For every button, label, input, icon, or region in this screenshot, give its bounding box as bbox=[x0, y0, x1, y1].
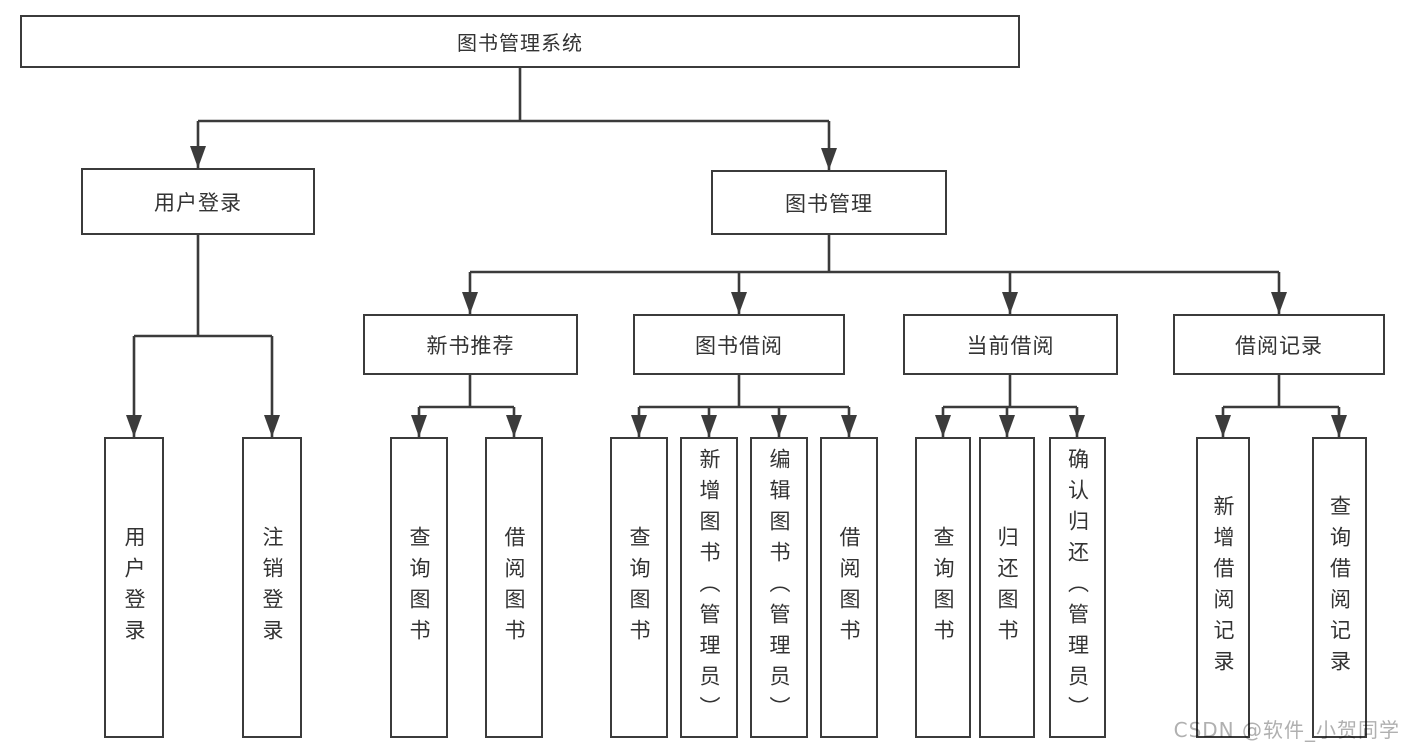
node-user-login-label: 用户登录 bbox=[154, 190, 242, 215]
leaf-rec-query-books-label: 查询图书 bbox=[407, 525, 432, 650]
leaf-borrow-edit-books-admin: 编辑图书（管理员） bbox=[750, 437, 808, 738]
leaf-records-add-record: 新增借阅记录 bbox=[1196, 437, 1250, 738]
arrow-down-icon bbox=[731, 292, 747, 314]
arrow-down-icon bbox=[935, 415, 951, 437]
leaf-current-confirm-return-admin-label: 确认归还（管理员） bbox=[1065, 448, 1090, 727]
arrow-down-icon bbox=[264, 415, 280, 437]
arrow-down-icon bbox=[1271, 292, 1287, 314]
leaf-records-query-record-label: 查询借阅记录 bbox=[1327, 494, 1352, 681]
arrow-down-icon bbox=[1215, 415, 1231, 437]
leaf-records-query-record: 查询借阅记录 bbox=[1312, 437, 1367, 738]
leaf-current-return-books-label: 归还图书 bbox=[995, 525, 1020, 650]
node-book-borrowing: 图书借阅 bbox=[633, 314, 845, 375]
node-borrowing-records-label: 借阅记录 bbox=[1235, 333, 1323, 358]
leaf-current-query-books: 查询图书 bbox=[915, 437, 971, 738]
arrow-down-icon bbox=[190, 146, 206, 168]
leaf-current-confirm-return-admin: 确认归还（管理员） bbox=[1049, 437, 1106, 738]
leaf-user-login: 用户登录 bbox=[104, 437, 164, 738]
node-root: 图书管理系统 bbox=[20, 15, 1020, 68]
node-new-book-recommend: 新书推荐 bbox=[363, 314, 578, 375]
arrow-down-icon bbox=[841, 415, 857, 437]
arrow-down-icon bbox=[821, 148, 837, 170]
leaf-borrow-add-books-admin-label: 新增图书（管理员） bbox=[697, 448, 722, 727]
leaf-user-login-label: 用户登录 bbox=[122, 525, 147, 650]
node-root-label: 图书管理系统 bbox=[457, 31, 583, 55]
leaf-borrow-borrow-books-label: 借阅图书 bbox=[837, 525, 862, 650]
node-new-book-recommend-label: 新书推荐 bbox=[426, 333, 515, 358]
leaf-current-return-books: 归还图书 bbox=[979, 437, 1035, 738]
arrow-down-icon bbox=[1069, 415, 1085, 437]
node-user-login: 用户登录 bbox=[81, 168, 315, 235]
leaf-rec-borrow-books: 借阅图书 bbox=[485, 437, 543, 738]
leaf-rec-query-books: 查询图书 bbox=[390, 437, 448, 738]
leaf-rec-borrow-books-label: 借阅图书 bbox=[502, 525, 527, 650]
arrow-down-icon bbox=[999, 415, 1015, 437]
arrow-down-icon bbox=[701, 415, 717, 437]
node-book-borrowing-label: 图书借阅 bbox=[695, 333, 783, 358]
node-borrowing-records: 借阅记录 bbox=[1173, 314, 1385, 375]
node-book-management: 图书管理 bbox=[711, 170, 947, 235]
node-current-borrowing-label: 当前借阅 bbox=[966, 333, 1055, 358]
watermark: CSDN @软件_小贺同学 bbox=[1173, 718, 1400, 742]
arrow-down-icon bbox=[1331, 415, 1347, 437]
arrow-down-icon bbox=[1002, 292, 1018, 314]
arrow-down-icon bbox=[411, 415, 427, 437]
arrow-down-icon bbox=[771, 415, 787, 437]
leaf-logout: 注销登录 bbox=[242, 437, 302, 738]
arrow-down-icon bbox=[506, 415, 522, 437]
leaf-borrow-query-books: 查询图书 bbox=[610, 437, 668, 738]
leaf-borrow-borrow-books: 借阅图书 bbox=[820, 437, 878, 738]
leaf-borrow-query-books-label: 查询图书 bbox=[627, 525, 652, 650]
leaf-borrow-add-books-admin: 新增图书（管理员） bbox=[680, 437, 738, 738]
arrowhead-icons bbox=[126, 146, 1347, 437]
connector-lines bbox=[132, 68, 1341, 437]
arrow-down-icon bbox=[631, 415, 647, 437]
leaf-logout-label: 注销登录 bbox=[260, 525, 285, 650]
arrow-down-icon bbox=[462, 292, 478, 314]
leaf-records-add-record-label: 新增借阅记录 bbox=[1211, 494, 1236, 681]
leaf-current-query-books-label: 查询图书 bbox=[931, 525, 956, 650]
arrow-down-icon bbox=[126, 415, 142, 437]
node-current-borrowing: 当前借阅 bbox=[903, 314, 1118, 375]
leaf-borrow-edit-books-admin-label: 编辑图书（管理员） bbox=[767, 448, 792, 727]
node-book-management-label: 图书管理 bbox=[785, 191, 873, 216]
